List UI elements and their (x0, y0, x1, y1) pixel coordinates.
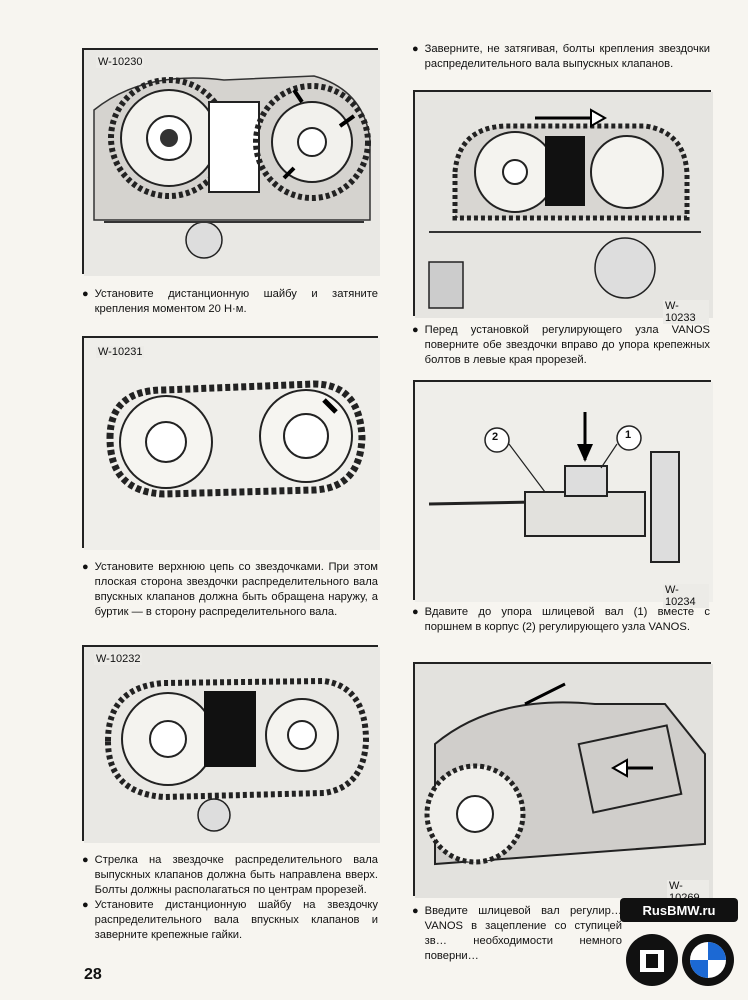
caption-2: ● Установите верхнюю цепь со звездочками.… (82, 560, 378, 620)
bullet-icon: ● (412, 905, 419, 917)
callout-2: 2 (492, 431, 499, 443)
figure-label: W-10232 (94, 653, 143, 665)
figure-w-10234: 2 1 W-10234 (413, 380, 713, 608)
bullet-icon: ● (412, 324, 419, 336)
page-number: 28 (84, 966, 102, 983)
figure-w-10230: W-10230 (82, 48, 380, 276)
engine-illustration (415, 92, 713, 318)
engine-illustration (415, 664, 713, 898)
caption-text: Установите дистанционную шайбу и затянит… (94, 288, 378, 315)
watermark-text: RusBMW.ru (643, 903, 716, 918)
vanos-illustration (415, 382, 713, 602)
figure-label: W-10233 (663, 300, 709, 324)
figure-label: W-10230 (96, 56, 145, 68)
caption-text: Введите шлицевой вал регулир… VANOS в за… (424, 905, 622, 962)
caption-text: Установите дистанционную шайбу на звездо… (94, 899, 378, 941)
bullet-icon: ● (82, 561, 89, 573)
figure-w-10231: W-10231 (82, 336, 380, 550)
chain-illustration (84, 338, 380, 550)
caption-6: ● Вдавите до упора шлицевой вал (1) вмест… (412, 605, 710, 635)
figure-label: W-10234 (663, 584, 709, 608)
bmw-logo-icon: RusBMW.ru (620, 898, 738, 986)
figure-w-10269: W-10269 (413, 662, 713, 904)
caption-text: Вдавите до упора шлицевой вал (1) вместе… (424, 606, 710, 633)
figure-label: W-10231 (96, 346, 145, 358)
caption-text: Установите верхнюю цепь со звездочками. … (94, 561, 378, 618)
caption-4: ● Заверните, не затягивая, болты креплени… (412, 42, 710, 72)
watermark-logo: RusBMW.ru (620, 898, 738, 994)
bullet-icon: ● (82, 288, 89, 300)
bullet-icon: ● (412, 43, 419, 55)
figure-w-10233: W-10233 (413, 90, 713, 324)
caption-text: Перед установкой регулирующего узла VANO… (424, 324, 710, 366)
figure-w-10232: W-10232 (82, 645, 380, 843)
caption-text: Стрелка на звездочке распределительного … (94, 854, 378, 896)
bullet-icon: ● (412, 606, 419, 618)
sprockets-illustration (84, 647, 380, 843)
bullet-icon: ● (82, 854, 89, 866)
caption-7: ● Введите шлицевой вал регулир… VANOS в з… (412, 904, 622, 964)
caption-3: ● Стрелка на звездочке распределительного… (82, 853, 378, 943)
bullet-icon: ● (82, 899, 89, 911)
callout-1: 1 (625, 429, 632, 441)
caption-text: Заверните, не затягивая, болты крепления… (424, 43, 710, 70)
caption-5: ● Перед установкой регулирующего узла VAN… (412, 323, 710, 368)
caption-1: ● Установите дистанционную шайбу и затяни… (82, 287, 378, 317)
sprockets-illustration (84, 50, 380, 276)
